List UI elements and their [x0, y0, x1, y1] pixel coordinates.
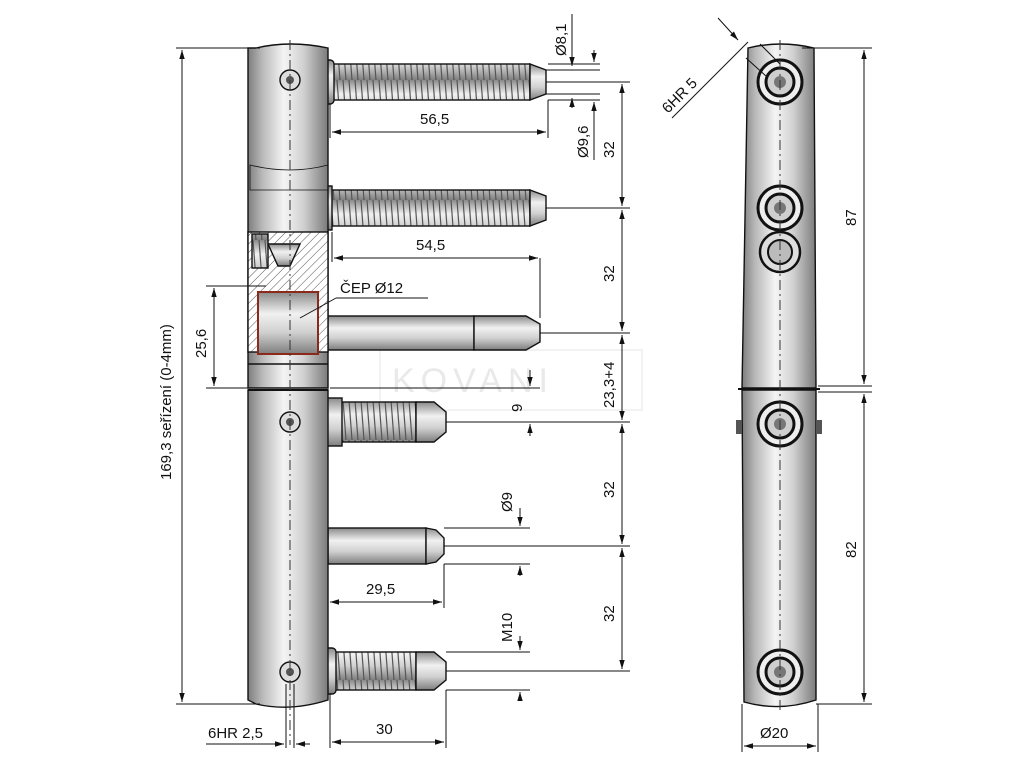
- dim-m10: M10: [499, 613, 516, 642]
- dim-total-height: 169,3 seřízení (0-4mm): [158, 324, 175, 480]
- section-cut: [249, 164, 329, 191]
- screw-top: [321, 59, 547, 105]
- dim-30: 30: [376, 721, 393, 738]
- screw-bottom: [321, 647, 447, 695]
- side-adjust-screw-icon: [758, 230, 802, 274]
- side-view: [736, 40, 822, 710]
- dim-56-5: 56,5: [420, 111, 449, 128]
- dim-82: 82: [843, 541, 860, 558]
- dim-d8-1: Ø8,1: [553, 23, 570, 56]
- dim-87: 87: [843, 209, 860, 226]
- dim-32-b: 32: [601, 265, 618, 282]
- front-view: [247, 40, 547, 745]
- watermark-text: KOVANI: [392, 362, 554, 400]
- dim-cep-12: ČEP Ø12: [340, 280, 403, 297]
- dim-54-5: 54,5: [416, 237, 445, 254]
- dim-23-3: 23,3+4: [601, 362, 618, 408]
- dim-gap-9: 9: [509, 404, 526, 412]
- front-dimensions: 169,3 seřízení (0-4mm) 25,6 56,5 54,5 ČE…: [158, 14, 630, 748]
- dim-d9-6: Ø9,6: [575, 125, 592, 158]
- dim-32-c: 32: [601, 481, 618, 498]
- hex-socket-bottom-icon: [279, 661, 301, 683]
- dim-d9: Ø9: [499, 492, 516, 512]
- lower-body: [247, 389, 329, 708]
- dim-32-d: 32: [601, 605, 618, 622]
- dim-29-5: 29,5: [366, 581, 395, 598]
- dim-d20: Ø20: [760, 725, 788, 742]
- side-body-lower: [741, 389, 817, 708]
- screw-third: [315, 397, 447, 447]
- dim-6hr-2-5: 6HR 2,5: [208, 725, 263, 742]
- pin-cep: [323, 315, 541, 351]
- dim-25-6: 25,6: [193, 329, 210, 358]
- dim-32-a: 32: [601, 141, 618, 158]
- pin-smooth: [327, 527, 445, 565]
